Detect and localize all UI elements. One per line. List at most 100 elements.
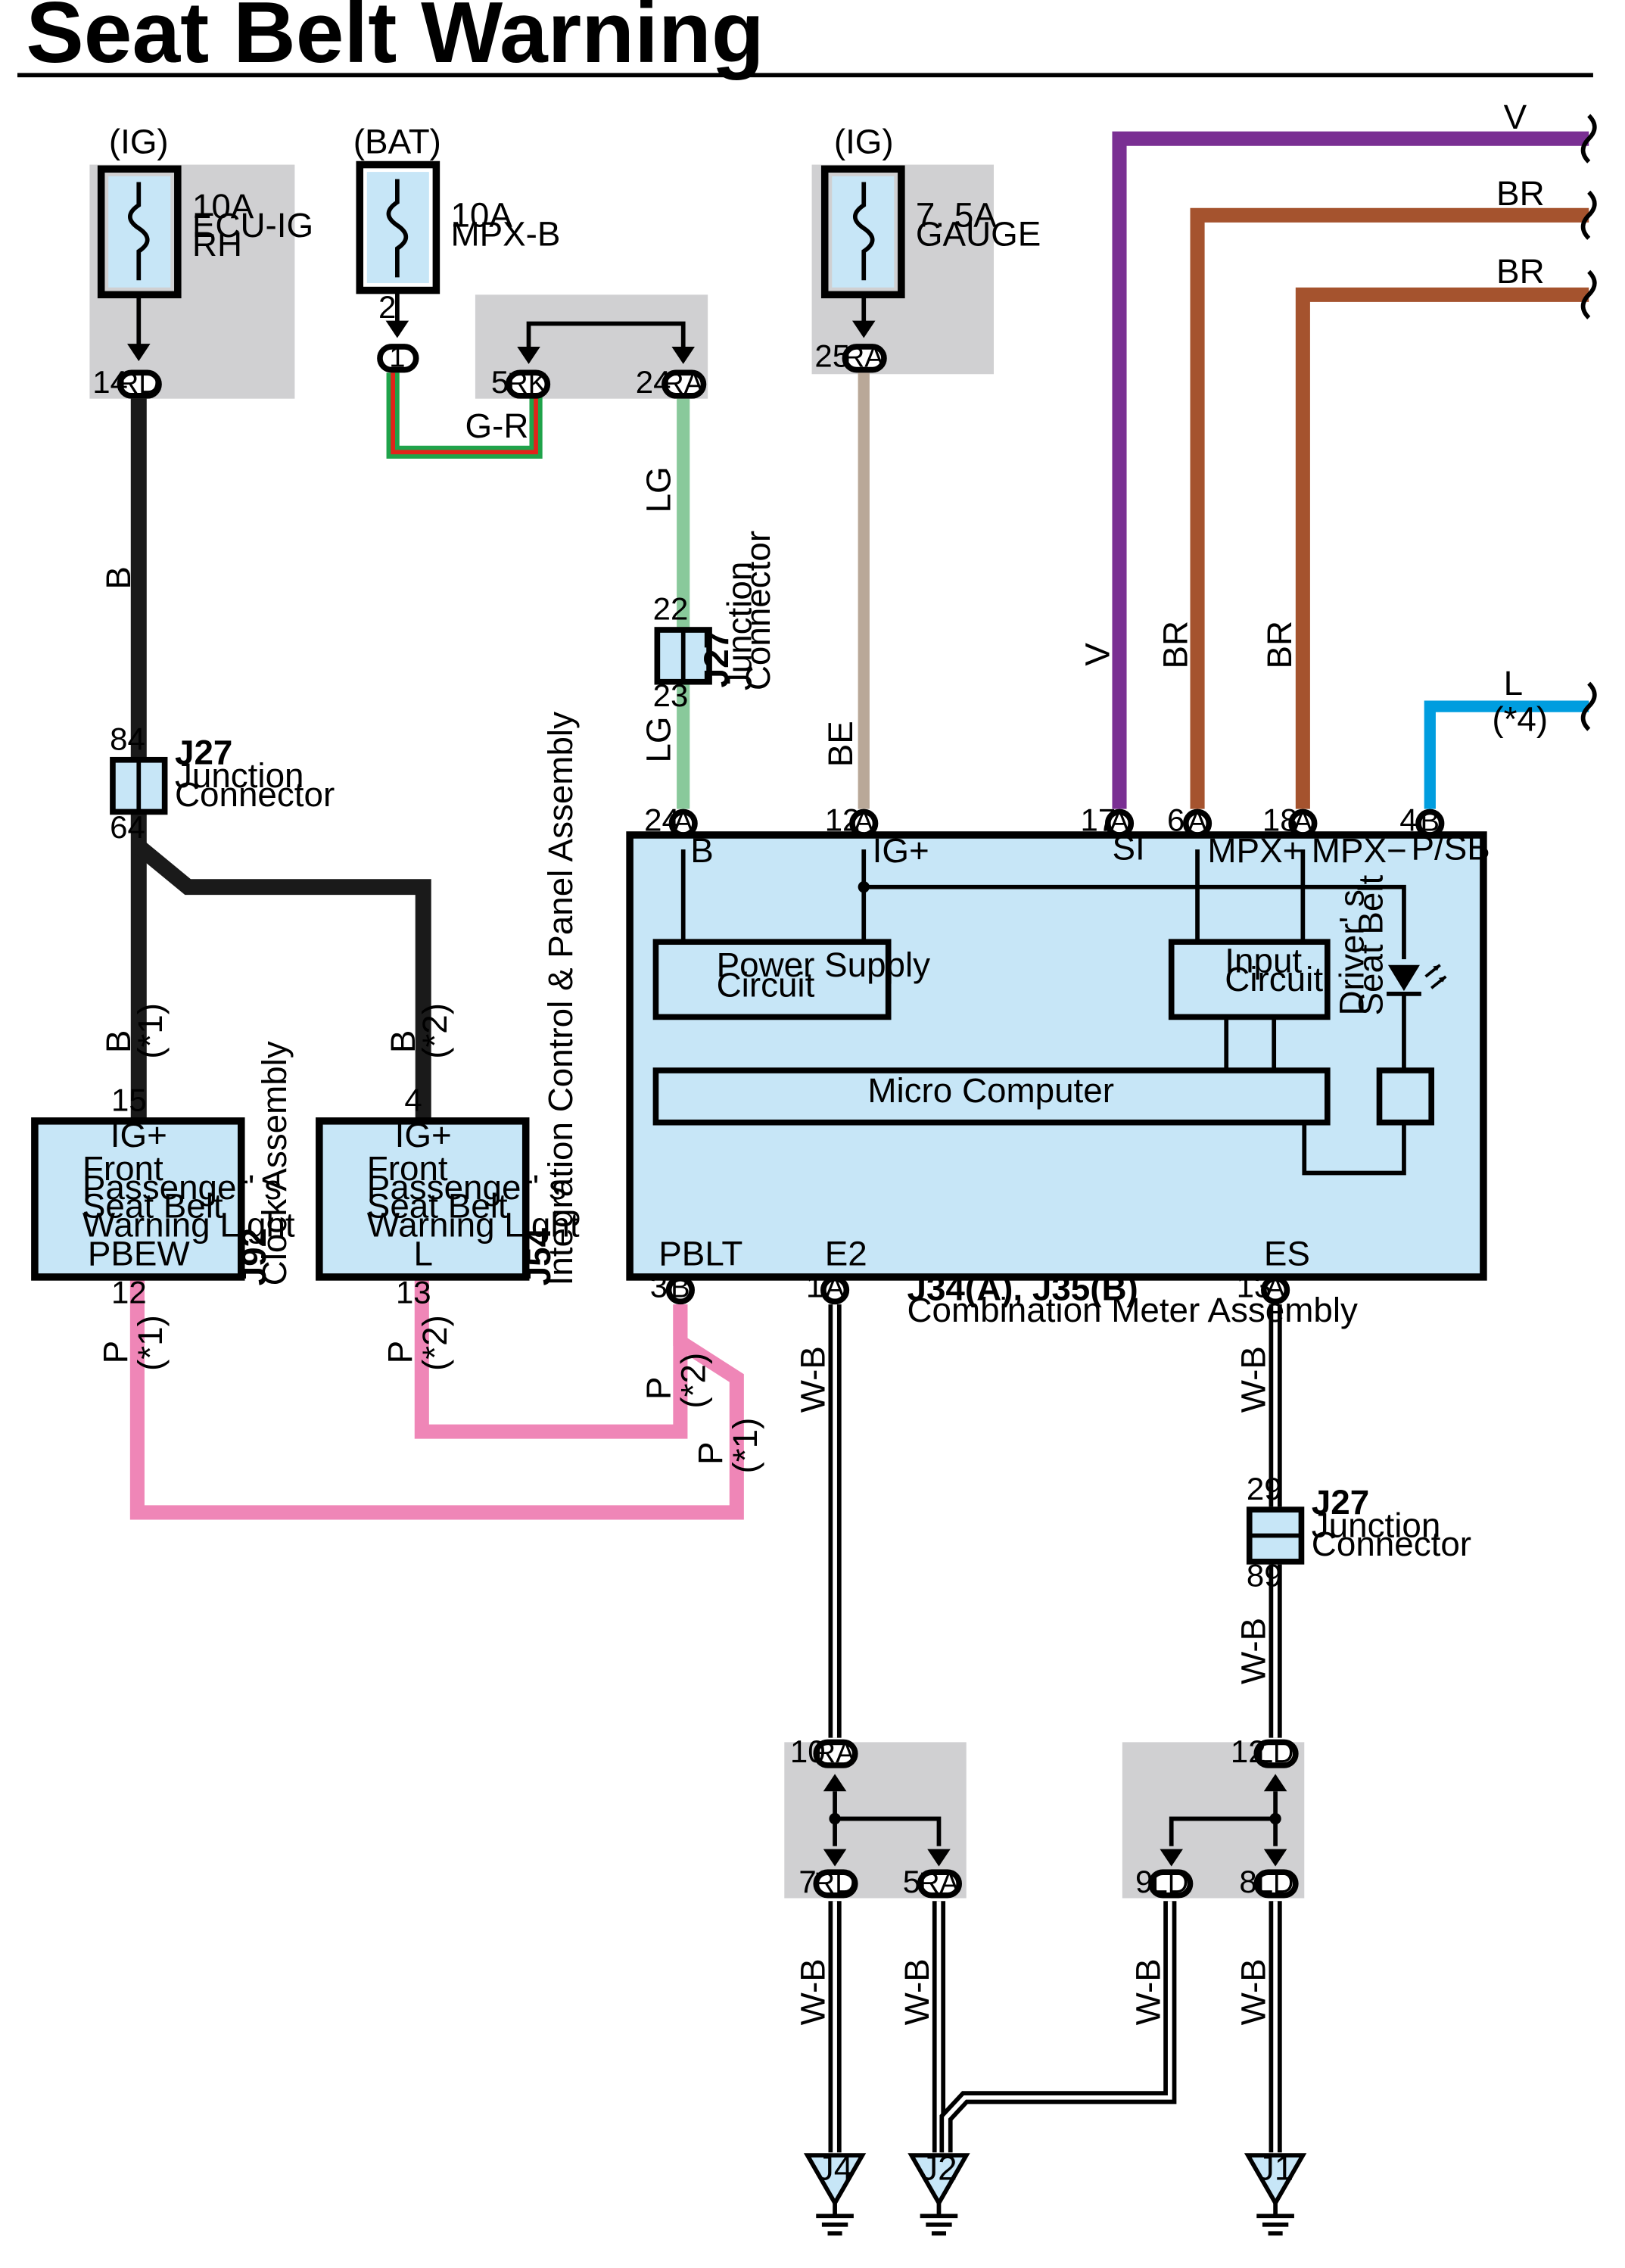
pin-label-ig: IG+ [873, 831, 929, 870]
svg-text:6: 6 [1167, 802, 1185, 837]
note-2-meter: (*2) [674, 1353, 712, 1409]
svg-text:IG+: IG+ [395, 1116, 452, 1154]
wire-label-br: BR [1156, 621, 1195, 669]
svg-text:5: 5 [903, 1864, 920, 1899]
pin-label-es: ES [1264, 1235, 1310, 1273]
meter-top-pins: A 24 A 12 A 17 A 6 A 18 B 4 [644, 802, 1445, 838]
pin-number: 2 [378, 289, 396, 325]
ground-icon [907, 2153, 970, 2207]
arrow-down-icon [1160, 1849, 1183, 1867]
svg-text:LD: LD [1257, 1867, 1294, 1899]
connector-code: J27 [175, 733, 232, 771]
wire-label-w-b-ld9: W-B [1128, 1958, 1167, 2025]
wire-label-g-r: G-R [465, 407, 529, 445]
pin-label-pblt: PBLT [658, 1235, 742, 1273]
wire-label-lg: LG [640, 466, 678, 512]
svg-text:A: A [1265, 1272, 1285, 1304]
svg-text:A: A [825, 1272, 845, 1304]
pin-number: 89 [1247, 1557, 1282, 1593]
power-supply-label-2: Circuit [717, 966, 815, 1005]
note-1-p: (*1) [131, 1315, 170, 1371]
wire-label-v-right: V [1504, 98, 1527, 136]
wire-p-2 [414, 1276, 688, 1439]
pin-number: 22 [653, 591, 689, 627]
meter-code: J34(A), J35(B) [907, 1269, 1138, 1307]
svg-text:A: A [1110, 805, 1129, 837]
page-title: Seat Belt Warning [26, 0, 764, 81]
svg-text:A: A [855, 805, 874, 837]
svg-text:J1: J1 [1257, 2149, 1293, 2188]
wire-label-lg-2: LG [640, 716, 678, 762]
fuse-source-label: (BAT) [353, 122, 441, 160]
ground-junction-ra: RA 10 RD 7 RA 5 [790, 1734, 963, 1899]
connector-label: RD [118, 367, 160, 400]
svg-text:7: 7 [798, 1864, 816, 1899]
ground-j2: J2 [907, 2149, 970, 2236]
pin-number: 14 [92, 364, 128, 400]
fuse-icon [128, 182, 150, 281]
input-circuit-label-2: Circuit [1225, 960, 1323, 998]
meter-name: Combination Meter Assembly [907, 1291, 1358, 1329]
svg-text:4: 4 [404, 1082, 422, 1117]
j92-code: J92 [235, 1228, 273, 1285]
arrow-down-icon [127, 344, 151, 362]
wire-v [1112, 131, 1589, 809]
power-supply-label: Power Supply [717, 946, 931, 984]
pin-label-mpx-minus: MPX− [1312, 831, 1407, 870]
fuse-mpx-b: (BAT) 10A MPX-B 2 1 [353, 122, 561, 373]
svg-text:B: B [671, 1272, 690, 1304]
wire-break-marks [1580, 114, 1597, 731]
svg-text:A: A [1293, 805, 1313, 837]
svg-text:8: 8 [1239, 1864, 1256, 1899]
wire-br-2 [1295, 287, 1589, 809]
j92-name: Clock Assembly [255, 1041, 294, 1285]
wire-b-to-j54 [133, 840, 431, 1121]
micro-computer-label: Micro Computer [867, 1071, 1114, 1110]
wire-label-b: B [99, 566, 138, 590]
wire-label-b-j54: B [384, 1030, 422, 1054]
transistor-box [1376, 1067, 1435, 1126]
fuse-name: MPX-B [450, 214, 560, 253]
connector-label: RA [844, 341, 885, 374]
wire-br-1 [1190, 207, 1589, 809]
j92-clock-assembly: IG+ Front Passenger' s Seat Belt Warning… [31, 1041, 295, 1310]
meter-bottom-pins: B 3 A 1 A 13 [650, 1269, 1290, 1305]
arrow-down-icon [671, 346, 695, 364]
fuse-source-label: (IG) [834, 122, 894, 160]
pin-number: 25 [814, 338, 850, 374]
svg-text:RD: RD [814, 1867, 856, 1899]
pin-number: 24 [636, 364, 671, 400]
wire-label-w-b-j1: W-B [1234, 1958, 1273, 2025]
arrow-up-icon [1263, 1774, 1287, 1792]
fuse-gauge: (IG) 7. 5A GAUGE RA 25 [814, 122, 1041, 373]
ground-j4: J4 [803, 2149, 867, 2236]
fuse-rating: 10A [450, 196, 512, 235]
svg-text:Front: Front [82, 1149, 163, 1188]
note-4: (*4) [1492, 700, 1548, 739]
svg-text:RA: RA [815, 1737, 856, 1769]
wire-g-r-stripe [391, 372, 538, 455]
svg-text:Seat Belt: Seat Belt [82, 1187, 223, 1226]
svg-text:15: 15 [111, 1082, 147, 1117]
connector-name-2: Connector [175, 775, 335, 814]
wire-label-br-right: BR [1496, 174, 1545, 213]
svg-text:4: 4 [1399, 802, 1417, 837]
wire-label-l: L [1504, 664, 1523, 703]
svg-text:A: A [1188, 805, 1207, 837]
svg-text:13: 13 [1237, 1269, 1272, 1304]
pin-label-mpx-plus: MPX+ [1207, 831, 1303, 870]
wire-label-w-b-e2: W-B [794, 1346, 833, 1413]
j27-connector-b: 22 23 J27 Junction Connector [653, 531, 778, 713]
wire-label-be: BE [821, 721, 860, 767]
note-1-meter: (*1) [726, 1418, 764, 1474]
svg-text:B: B [1421, 805, 1440, 837]
j54-integration-control: IG+ Front Passenger' s Seat Belt Warning… [316, 712, 580, 1310]
arrow-down-icon [517, 346, 540, 364]
svg-text:9: 9 [1135, 1864, 1153, 1899]
arrow-down-icon [927, 1849, 951, 1867]
wire-label-w-b-es: W-B [1234, 1346, 1273, 1413]
micro-computer [652, 1067, 1331, 1126]
svg-text:18: 18 [1262, 802, 1298, 837]
input-circuit [1168, 939, 1331, 1020]
